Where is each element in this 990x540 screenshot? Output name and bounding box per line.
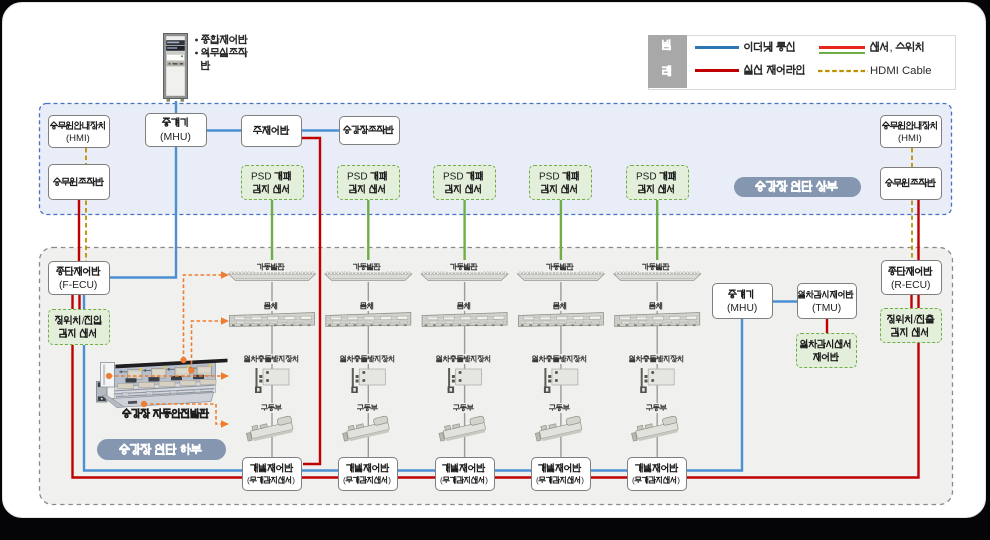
svg-text:(HMI): (HMI) [898,133,922,144]
svg-text:PSD: PSD [251,171,272,182]
svg-text:(F-ECU): (F-ECU) [59,280,97,291]
svg-text:(: ( [343,476,346,485]
svg-text:PSD: PSD [636,171,657,182]
svg-text:(: ( [247,476,250,485]
svg-text:(: ( [536,476,539,485]
svg-text:): ) [389,476,392,485]
svg-text:(: ( [440,476,443,485]
svg-text:,: , [889,42,892,54]
svg-text:PSD: PSD [443,171,464,182]
svg-text:/: / [81,316,84,327]
svg-text:): ) [581,476,584,485]
svg-text:(: ( [632,476,635,485]
svg-text:(MHU): (MHU) [160,131,191,143]
svg-text:(TMU): (TMU) [812,303,841,314]
svg-text:): ) [677,476,680,485]
svg-text:): ) [292,476,295,485]
svg-text:/: / [913,315,916,326]
svg-text:PSD: PSD [347,171,368,182]
svg-text:(R-ECU): (R-ECU) [891,280,930,291]
svg-text:(MHU): (MHU) [727,303,757,314]
svg-text:HDMI Cable: HDMI Cable [870,65,932,77]
svg-text:(HMI): (HMI) [66,133,90,144]
svg-text:): ) [485,476,488,485]
svg-text:PSD: PSD [539,171,560,182]
